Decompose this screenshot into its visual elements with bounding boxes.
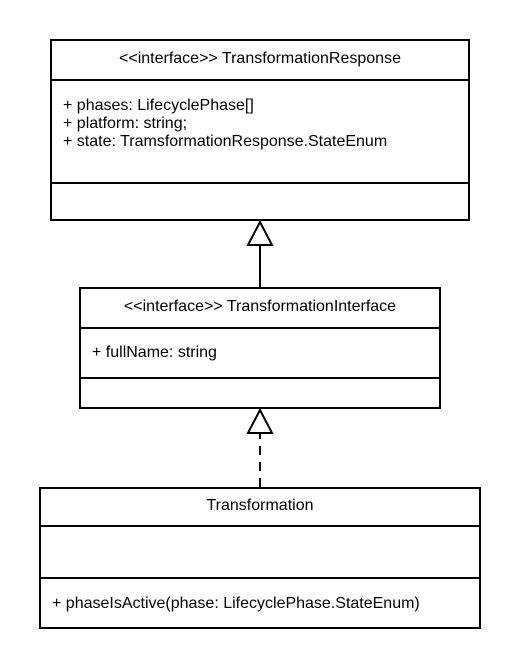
class-transformation[interactable]: Transformation + phaseIsActive(phase: Li… (39, 487, 481, 629)
class-transformation-interface[interactable]: <<interface>> TransformationInterface + … (79, 287, 441, 409)
operation-phase-is-active: + phaseIsActive(phase: LifecyclePhase.St… (52, 595, 420, 612)
attributes-section: + fullName: string (81, 327, 439, 377)
attribute-phases: + phases: LifecyclePhase[] (63, 97, 254, 114)
attribute-fullname: + fullName: string (92, 344, 217, 361)
class-header: Transformation (206, 497, 314, 514)
generalization-arrowhead (246, 219, 274, 246)
class-header: <<interface>> TransformationResponse (119, 50, 401, 67)
attributes-section (41, 525, 479, 577)
realization-arrowhead (246, 407, 274, 434)
attributes-section: + phases: LifecyclePhase[] + platform: s… (52, 79, 468, 182)
class-header: <<interface>> TransformationInterface (123, 298, 397, 315)
attribute-state: + state: TramsformationResponse.StateEnu… (63, 133, 388, 150)
operations-section (52, 182, 468, 219)
operations-section (81, 377, 439, 407)
class-transformation-response[interactable]: <<interface>> TransformationResponse + p… (50, 39, 470, 221)
attribute-platform: + platform: string; (63, 115, 188, 132)
operations-section: + phaseIsActive(phase: LifecyclePhase.St… (41, 577, 479, 627)
